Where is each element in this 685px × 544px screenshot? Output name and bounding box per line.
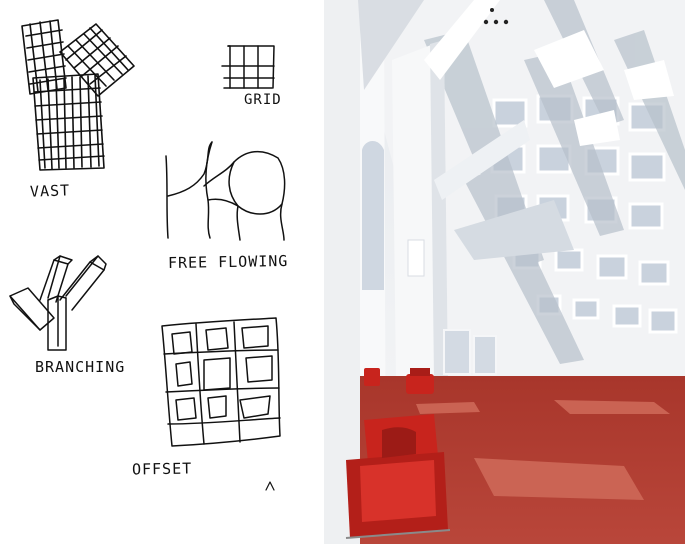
free-flowing-sketch [165,141,286,241]
ceiling-spotlights [483,8,509,25]
branching-label: BRANCHING [35,358,126,376]
interior-photo-drawing [324,0,685,544]
sketches-drawing [9,19,286,491]
foreground-red-chair [345,414,451,539]
vast-sketch [21,19,135,171]
interior-photo [324,0,685,544]
vast-label: VAST [29,181,71,201]
sketch-panel: VAST GRID FREE FLOWING BRANCHING OFFSET [0,0,324,544]
central-column [392,0,530,380]
offset-label: OFFSET [131,459,193,479]
distant-chairs [364,368,434,394]
small-ink-mark [265,481,275,491]
free-flowing-label: FREE FLOWING [167,251,289,273]
floating-soffit [454,200,574,260]
far-windows [443,329,497,375]
grid-label: GRID [244,92,282,108]
grid-sketch [221,45,275,89]
branching-sketch [9,255,107,351]
offset-sketch [161,317,281,447]
